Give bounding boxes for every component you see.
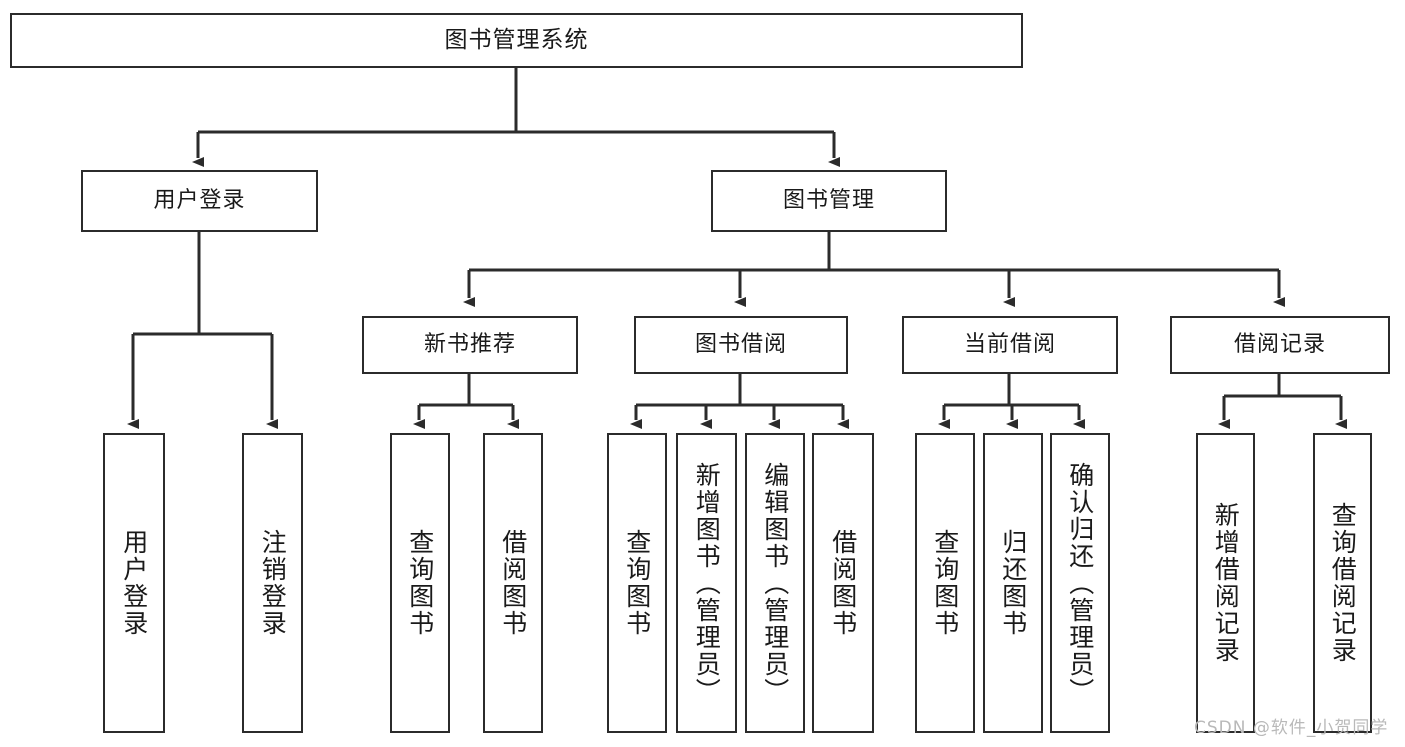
leaf-borrow-borrow-book[interactable]: 借阅图书 (812, 433, 874, 733)
node-label: 当前借阅 (963, 331, 1056, 357)
node-label: 用户登录 (119, 529, 149, 637)
node-label: 注销登录 (258, 529, 288, 637)
node-label: 图书管理系统 (444, 26, 589, 53)
node-label: 借阅图书 (498, 529, 528, 637)
node-root-system[interactable]: 图书管理系统 (10, 13, 1023, 68)
node-label: 查询图书 (622, 529, 652, 637)
watermark: CSDN @软件_小贺同学 (1194, 718, 1389, 738)
node-label: 归还图书 (998, 529, 1028, 637)
node-label: 查询图书 (930, 529, 960, 637)
leaf-user-login-login[interactable]: 用户登录 (103, 433, 165, 733)
node-label: 编辑图书（管理员） (760, 461, 790, 705)
node-label: 新增图书（管理员） (692, 461, 722, 705)
node-label: 借阅记录 (1233, 331, 1326, 357)
node-label: 查询借阅记录 (1328, 502, 1358, 664)
node-label: 借阅图书 (828, 529, 858, 637)
node-new-book-recommend[interactable]: 新书推荐 (362, 316, 578, 374)
node-label: 确认归还（管理员） (1065, 461, 1095, 705)
node-book-borrow[interactable]: 图书借阅 (634, 316, 848, 374)
node-current-borrow[interactable]: 当前借阅 (902, 316, 1118, 374)
leaf-current-query-book[interactable]: 查询图书 (915, 433, 975, 733)
node-user-login[interactable]: 用户登录 (81, 170, 318, 232)
node-borrow-record[interactable]: 借阅记录 (1170, 316, 1390, 374)
node-label: 新书推荐 (423, 331, 516, 357)
leaf-current-confirm-return-admin[interactable]: 确认归还（管理员） (1050, 433, 1110, 733)
leaf-user-login-logout[interactable]: 注销登录 (242, 433, 303, 733)
node-label: 用户登录 (153, 187, 246, 213)
leaf-recommend-query-book[interactable]: 查询图书 (390, 433, 450, 733)
node-book-management[interactable]: 图书管理 (711, 170, 947, 232)
leaf-borrow-add-book-admin[interactable]: 新增图书（管理员） (676, 433, 737, 733)
leaf-borrow-edit-book-admin[interactable]: 编辑图书（管理员） (745, 433, 805, 733)
leaf-record-query-record[interactable]: 查询借阅记录 (1313, 433, 1372, 733)
node-label: 查询图书 (405, 529, 435, 637)
node-label: 新增借阅记录 (1211, 502, 1241, 664)
node-label: 图书管理 (782, 187, 875, 213)
leaf-borrow-query-book[interactable]: 查询图书 (607, 433, 667, 733)
leaf-recommend-borrow-book[interactable]: 借阅图书 (483, 433, 543, 733)
node-label: 图书借阅 (694, 331, 787, 357)
leaf-current-return-book[interactable]: 归还图书 (983, 433, 1043, 733)
leaf-record-add-record[interactable]: 新增借阅记录 (1196, 433, 1255, 733)
